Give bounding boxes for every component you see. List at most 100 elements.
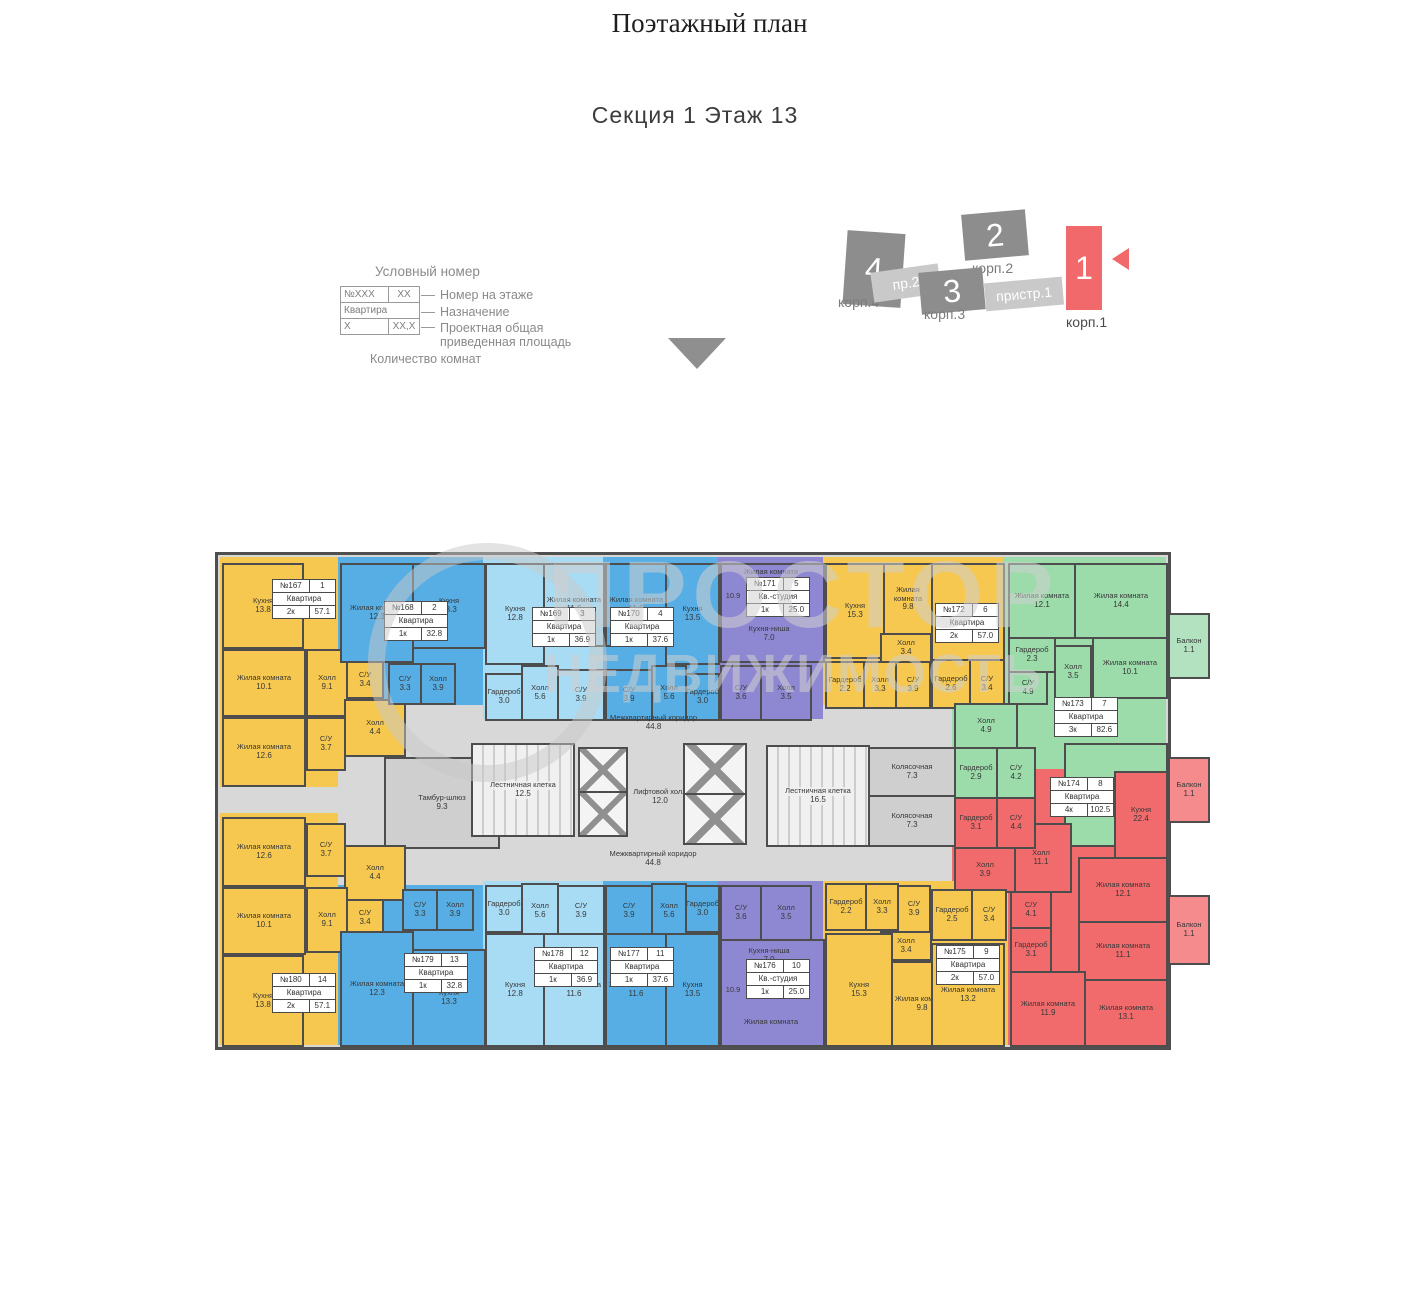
room-count: 1к [760,605,769,614]
number-on-floor: 2 [420,602,447,614]
room-name: С/У [358,908,372,918]
room-area: 3.0 [696,907,709,917]
room-area: 3.9 [575,693,587,703]
room-name: Кухня [252,991,274,1001]
room-area: 3.3 [399,682,411,692]
site-block-3-num: 3 [941,271,963,310]
room-name: Гардероб [1014,940,1048,950]
room-area: 9.1 [321,681,333,691]
room-name: С/У [980,674,994,684]
apartment-total-area: 32.8 [420,628,447,640]
down-triangle-icon [668,338,726,369]
room-area: 3.0 [696,695,709,705]
room-name: С/У [574,901,588,911]
room-name: Жилая комната [1093,591,1149,601]
number-on-floor: 11 [646,948,673,960]
number-on-floor: 14 [308,974,335,986]
room-area: 3.5 [780,691,792,701]
room-name: Гардероб [828,675,862,685]
room-name: Кухня [252,596,274,606]
room-area: 3.3 [874,683,886,693]
apartment-kind: Квартира [949,618,985,627]
apartment-total-area: 36.9 [568,634,595,646]
apartment-number: №179 [411,955,434,964]
room-name: Кухня-ниша [748,624,790,634]
room-name: Холл [1032,848,1050,858]
room-name: Балкон [1176,636,1202,646]
site-block-2-num: 2 [984,215,1006,254]
room-name: Жилая комната [1102,658,1158,668]
room-area: 13.2 [960,993,976,1003]
legend-note-area: Проектная общая приведенная площадь [440,321,572,350]
room-area: 13.5 [684,612,701,622]
room-name: Жилая комната [1095,880,1151,890]
room-name: С/У [398,674,412,684]
room-name: Кухня [504,980,526,990]
apartment-kind: Квартира [286,988,322,997]
room-area: 9.8 [916,1002,928,1012]
apartment-total-area: 57.1 [308,1000,335,1012]
room-name: Гардероб [686,899,719,909]
apartment-number: №175 [943,947,966,956]
room-name: Гардероб [959,813,993,823]
room-area: 3.4 [900,944,912,954]
room-area: 12.1 [1115,888,1131,898]
room-count: 1к [418,981,427,990]
room-area: 3.9 [907,683,919,693]
room-name: С/У [319,734,333,744]
room-area: 7.3 [906,770,918,780]
legend-row-area: X XX,X [341,318,419,334]
apartment-number: №169 [539,609,562,618]
room-name: Холл [976,860,994,870]
room-area: 13.8 [255,604,271,614]
room: Жилая комната [726,565,816,579]
room-name: Межквартирный коридор [609,713,697,723]
room-area: 12.3 [369,987,385,997]
room-area: 15.3 [851,988,867,998]
room-area: 2.2 [840,905,852,915]
room-name: Кухня [848,980,870,990]
room-name: Холл [897,638,915,648]
site-link-pristr1: пристр.1 [983,276,1065,312]
legend-note-number: Номер на этаже [440,288,534,302]
room-area: 1.1 [1183,644,1195,654]
room-name: Лестничная клетка [783,786,853,796]
apartment-kind: Квартира [546,622,582,631]
legend-connector [421,327,435,328]
room-area: 3.9 [449,908,461,918]
room-name: Гардероб [829,897,863,907]
legend-table: №XXX XX Квартира X XX,X [340,286,420,335]
room-name: Жилая комната [236,911,292,921]
apartment-kind: Квартира [548,962,584,971]
room-area: 12.6 [256,850,272,860]
room-name: Гардероб [487,899,521,909]
apartment-number: №170 [617,609,640,618]
room-name: Холл [977,716,995,726]
room-name: Кухня-ниша [748,946,790,956]
